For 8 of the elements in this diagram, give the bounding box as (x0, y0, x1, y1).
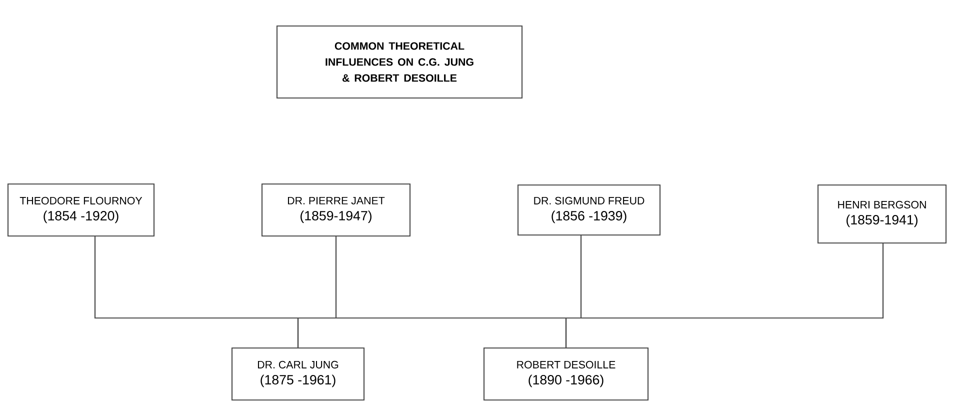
person-box: THEODORE FLOURNOY (1854 -1920) (7, 183, 155, 237)
person-box: DR. PIERRE JANET (1859-1947) (261, 183, 411, 237)
person-box: DR. SIGMUND FREUD (1856 -1939) (517, 184, 661, 236)
person-box: DR. CARL JUNG (1875 -1961) (231, 347, 365, 401)
person-box: HENRI BERGSON (1859-1941) (817, 184, 947, 244)
connector-line (565, 244, 884, 348)
title-box: COMMON THEORETICAL INFLUENCES ON C.G. JUNG & ROBERT DESOILLE (276, 25, 523, 99)
person-box: ROBERT DESOILLE (1890 -1966) (483, 347, 649, 401)
